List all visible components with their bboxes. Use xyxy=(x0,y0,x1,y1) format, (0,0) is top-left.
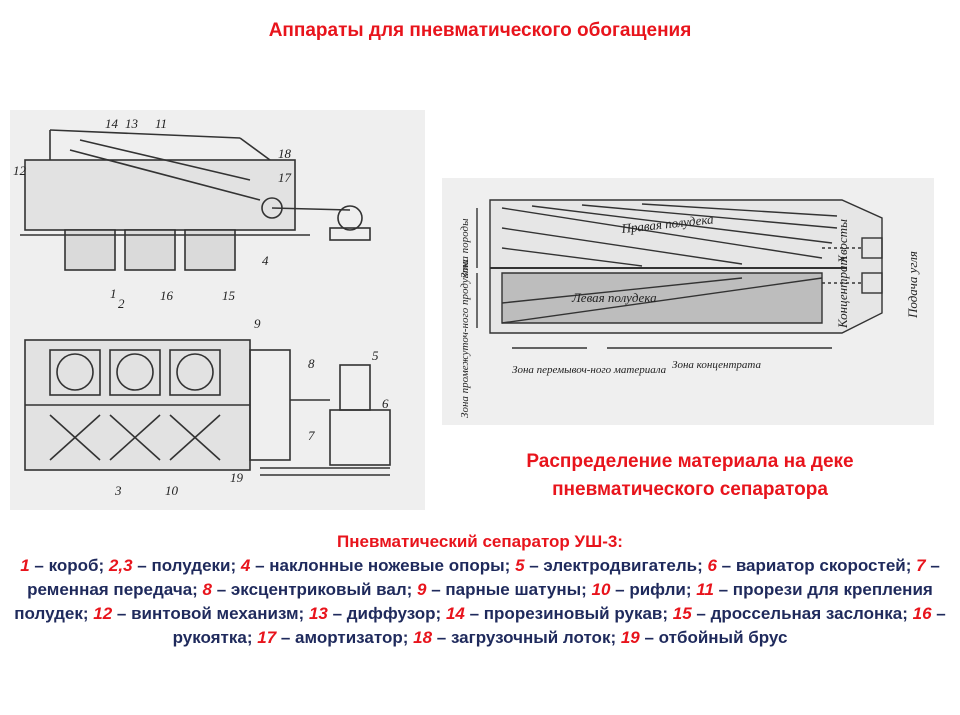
label-13: 13 xyxy=(125,116,139,131)
legend-item-text: – амортизатор; xyxy=(276,628,414,647)
legend-item-number: 2,3 xyxy=(108,556,133,575)
intermediate-zone-label: Зона промежуточ-ного продукта xyxy=(459,259,471,418)
concentrate-zone-label: Зона концентрата xyxy=(672,359,761,371)
deck-distribution-drawing: Правая полудека Левая полудека Хвосты Ко… xyxy=(442,178,934,425)
legend-item-number: 12 xyxy=(93,604,113,623)
legend-item-number: 18 xyxy=(413,628,433,647)
legend-item-number: 10 xyxy=(591,580,611,599)
legend-item-text: – короб; xyxy=(29,556,109,575)
legend-item-number: 17 xyxy=(257,628,277,647)
deck-distribution-svg: Правая полудека Левая полудека Хвосты Ко… xyxy=(459,199,920,418)
legend-item-number: 4 xyxy=(240,556,251,575)
legend-item-text: – прорези для крепления полудек; xyxy=(14,580,933,623)
concentrate-label: Концентрат xyxy=(835,256,850,329)
label-3: 3 xyxy=(114,483,122,498)
figure-caption: Распределение материала на деке пневмати… xyxy=(440,448,940,504)
legend-title: Пневматический сепаратор УШ-3: xyxy=(337,532,623,551)
legend-item-text: – наклонные ножевые опоры; xyxy=(250,556,516,575)
legend-item-number: 7 xyxy=(916,556,926,575)
legend-item-number: 9 xyxy=(417,580,427,599)
caption-line-1: Распределение материала на деке xyxy=(526,451,854,472)
legend-item-number: 19 xyxy=(620,628,640,647)
separator-drawing-svg: 14 13 11 18 12 17 4 1 16 15 2 9 8 5 6 7 … xyxy=(13,116,391,498)
label-1: 1 xyxy=(110,286,117,301)
label-14: 14 xyxy=(105,116,119,131)
label-19: 19 xyxy=(230,470,244,485)
label-11: 11 xyxy=(155,116,167,131)
label-16: 16 xyxy=(160,288,174,303)
legend-item-text: – электродвигатель; xyxy=(524,556,708,575)
label-12: 12 xyxy=(13,163,27,178)
label-6: 6 xyxy=(382,396,389,411)
legend-item-text: – отбойный брус xyxy=(639,628,788,647)
legend-item-number: 5 xyxy=(515,556,525,575)
label-2: 2 xyxy=(118,296,125,311)
label-15: 15 xyxy=(222,288,236,303)
legend-item-text: – дроссельная заслонка; xyxy=(691,604,913,623)
legend-item-text: – эксцентриковый вал; xyxy=(212,580,418,599)
coal-feed-label: Подача угля xyxy=(905,251,920,319)
legend-item-text: – винтовой механизм; xyxy=(112,604,309,623)
caption-line-2: пневматического сепаратора xyxy=(552,479,828,500)
legend-item-number: 11 xyxy=(696,580,714,599)
label-8: 8 xyxy=(308,356,315,371)
label-9: 9 xyxy=(254,316,261,331)
legend-item-number: 6 xyxy=(707,556,717,575)
parts-legend: Пневматический сепаратор УШ-3: 1 – короб… xyxy=(14,530,946,650)
label-4: 4 xyxy=(262,253,269,268)
separator-drawing: 14 13 11 18 12 17 4 1 16 15 2 9 8 5 6 7 … xyxy=(10,110,425,510)
page-title: Аппараты для пневматического обогащения xyxy=(268,20,692,41)
legend-item-text: – рукоятка; xyxy=(172,604,946,647)
label-18: 18 xyxy=(278,146,292,161)
rock-zone-label: Зона породы xyxy=(459,218,471,278)
legend-item-text: – прорезиновый рукав; xyxy=(464,604,673,623)
legend-item-text: – ременная передача; xyxy=(27,556,940,599)
label-10: 10 xyxy=(165,483,179,498)
legend-item-text: – вариатор скоростей; xyxy=(716,556,917,575)
legend-item-text: – парные шатуны; xyxy=(426,580,592,599)
legend-item-number: 16 xyxy=(912,604,932,623)
legend-items: 1 – короб; 2,3 – полудеки; 4 – наклонные… xyxy=(14,556,945,647)
legend-item-number: 13 xyxy=(308,604,328,623)
middling-zone-label: Зона перемывоч-ного материала xyxy=(512,364,667,376)
legend-item-text: – диффузор; xyxy=(327,604,446,623)
legend-item-number: 14 xyxy=(445,604,465,623)
label-5: 5 xyxy=(372,348,379,363)
legend-item-text: – полудеки; xyxy=(132,556,241,575)
legend-item-number: 15 xyxy=(672,604,692,623)
left-half-deck-label: Левая полудека xyxy=(571,290,657,305)
legend-item-text: – загрузочный лоток; xyxy=(432,628,621,647)
label-7: 7 xyxy=(308,428,315,443)
label-17: 17 xyxy=(278,170,292,185)
legend-item-number: 8 xyxy=(202,580,212,599)
tailings-label: Хвосты xyxy=(835,219,850,264)
legend-item-number: 1 xyxy=(20,556,30,575)
legend-item-text: – рифли; xyxy=(610,580,697,599)
